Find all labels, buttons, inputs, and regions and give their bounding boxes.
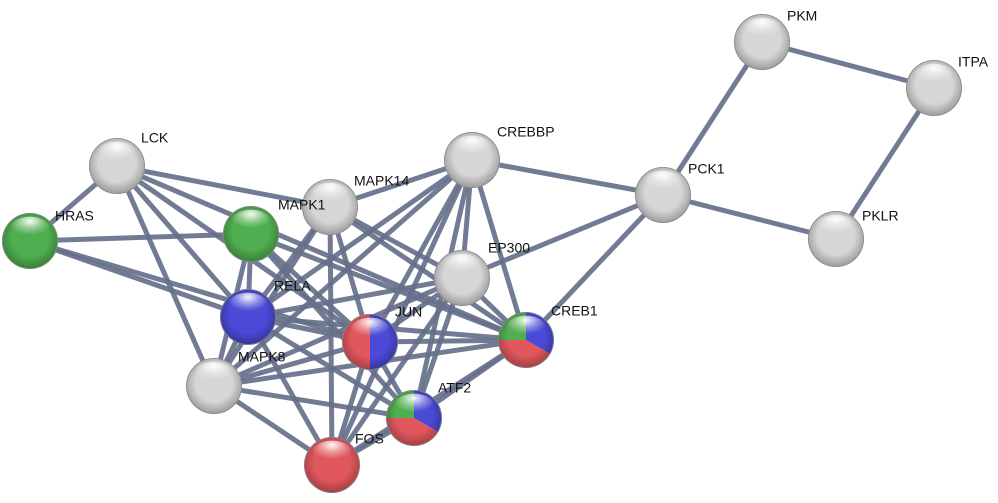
edge-pkm-pck1 bbox=[660, 39, 765, 198]
node-label-pkm: PKM bbox=[787, 8, 817, 24]
node-pklr[interactable]: PKLR bbox=[808, 208, 899, 267]
node-label-hras: HRAS bbox=[55, 208, 94, 224]
node-mapk14[interactable]: MAPK14 bbox=[223, 173, 409, 262]
edge-pck1-creb1 bbox=[523, 192, 666, 343]
node-label-mapk1: MAPK1 bbox=[278, 197, 326, 213]
edge-lck-creb1 bbox=[114, 163, 529, 343]
edge-pck1-pklr bbox=[660, 192, 839, 242]
node-label-crebbp: CREBBP bbox=[497, 124, 555, 140]
edges-layer bbox=[27, 39, 937, 468]
edge-pck1-ep300 bbox=[459, 192, 666, 281]
edge-mapk1-mapk8 bbox=[211, 204, 333, 389]
edge-mapk1-creb1 bbox=[327, 204, 529, 343]
node-label-itpa: ITPA bbox=[958, 54, 989, 70]
node-label-ep300: EP300 bbox=[488, 240, 530, 256]
edge-lck-rela bbox=[114, 163, 251, 320]
node-rela[interactable]: RELA bbox=[220, 278, 311, 345]
edge-hras-jun bbox=[27, 238, 373, 345]
edge-crebbp-creb1 bbox=[469, 157, 529, 343]
edge-hras-mapk14 bbox=[27, 231, 254, 244]
edge-ep300-mapk8 bbox=[211, 275, 465, 389]
node-crebbp[interactable]: CREBBP bbox=[444, 124, 555, 188]
node-label-rela: RELA bbox=[274, 278, 311, 294]
edge-mapk14-creb1 bbox=[248, 231, 529, 343]
node-label-jun: JUN bbox=[395, 304, 422, 320]
edge-mapk8-atf2 bbox=[211, 383, 417, 421]
node-atf2[interactable]: ATF2 bbox=[386, 380, 471, 447]
node-label-creb1: CREB1 bbox=[551, 303, 598, 319]
node-label-mapk14: MAPK14 bbox=[354, 173, 409, 189]
edge-crebbp-rela bbox=[245, 157, 475, 320]
node-jun[interactable]: JUN bbox=[342, 304, 422, 370]
node-label-mapk8: MAPK8 bbox=[238, 349, 286, 365]
node-pck1[interactable]: PCK1 bbox=[635, 161, 725, 223]
node-label-pklr: PKLR bbox=[862, 208, 899, 224]
edge-pck1-crebbp bbox=[469, 157, 666, 198]
edge-pkm-itpa bbox=[759, 39, 937, 91]
node-label-fos: FOS bbox=[355, 431, 384, 447]
edge-ep300-rela bbox=[245, 275, 465, 320]
node-mapk1[interactable]: MAPK1 bbox=[278, 179, 358, 235]
node-mapk8[interactable]: MAPK8 bbox=[186, 349, 286, 414]
node-label-pck1: PCK1 bbox=[688, 161, 725, 177]
edge-crebbp-mapk8 bbox=[211, 157, 475, 389]
edge-lck-mapk1 bbox=[114, 163, 333, 210]
node-ep300[interactable]: EP300 bbox=[434, 240, 530, 306]
node-fos[interactable]: FOS bbox=[304, 431, 384, 493]
edge-rela-fos bbox=[245, 314, 335, 468]
node-itpa[interactable]: ITPA bbox=[906, 54, 989, 116]
edge-lck-mapk8 bbox=[114, 163, 217, 389]
node-hras[interactable]: HRAS bbox=[2, 208, 94, 269]
node-label-atf2: ATF2 bbox=[438, 380, 471, 396]
node-pkm[interactable]: PKM bbox=[734, 8, 817, 70]
node-lck[interactable]: LCK bbox=[89, 130, 169, 194]
edge-ep300-fos bbox=[329, 275, 465, 468]
node-label-lck: LCK bbox=[141, 130, 169, 146]
edge-itpa-pklr bbox=[833, 85, 937, 242]
node-creb1[interactable]: CREB1 bbox=[497, 303, 598, 369]
edge-crebbp-fos bbox=[329, 157, 475, 468]
